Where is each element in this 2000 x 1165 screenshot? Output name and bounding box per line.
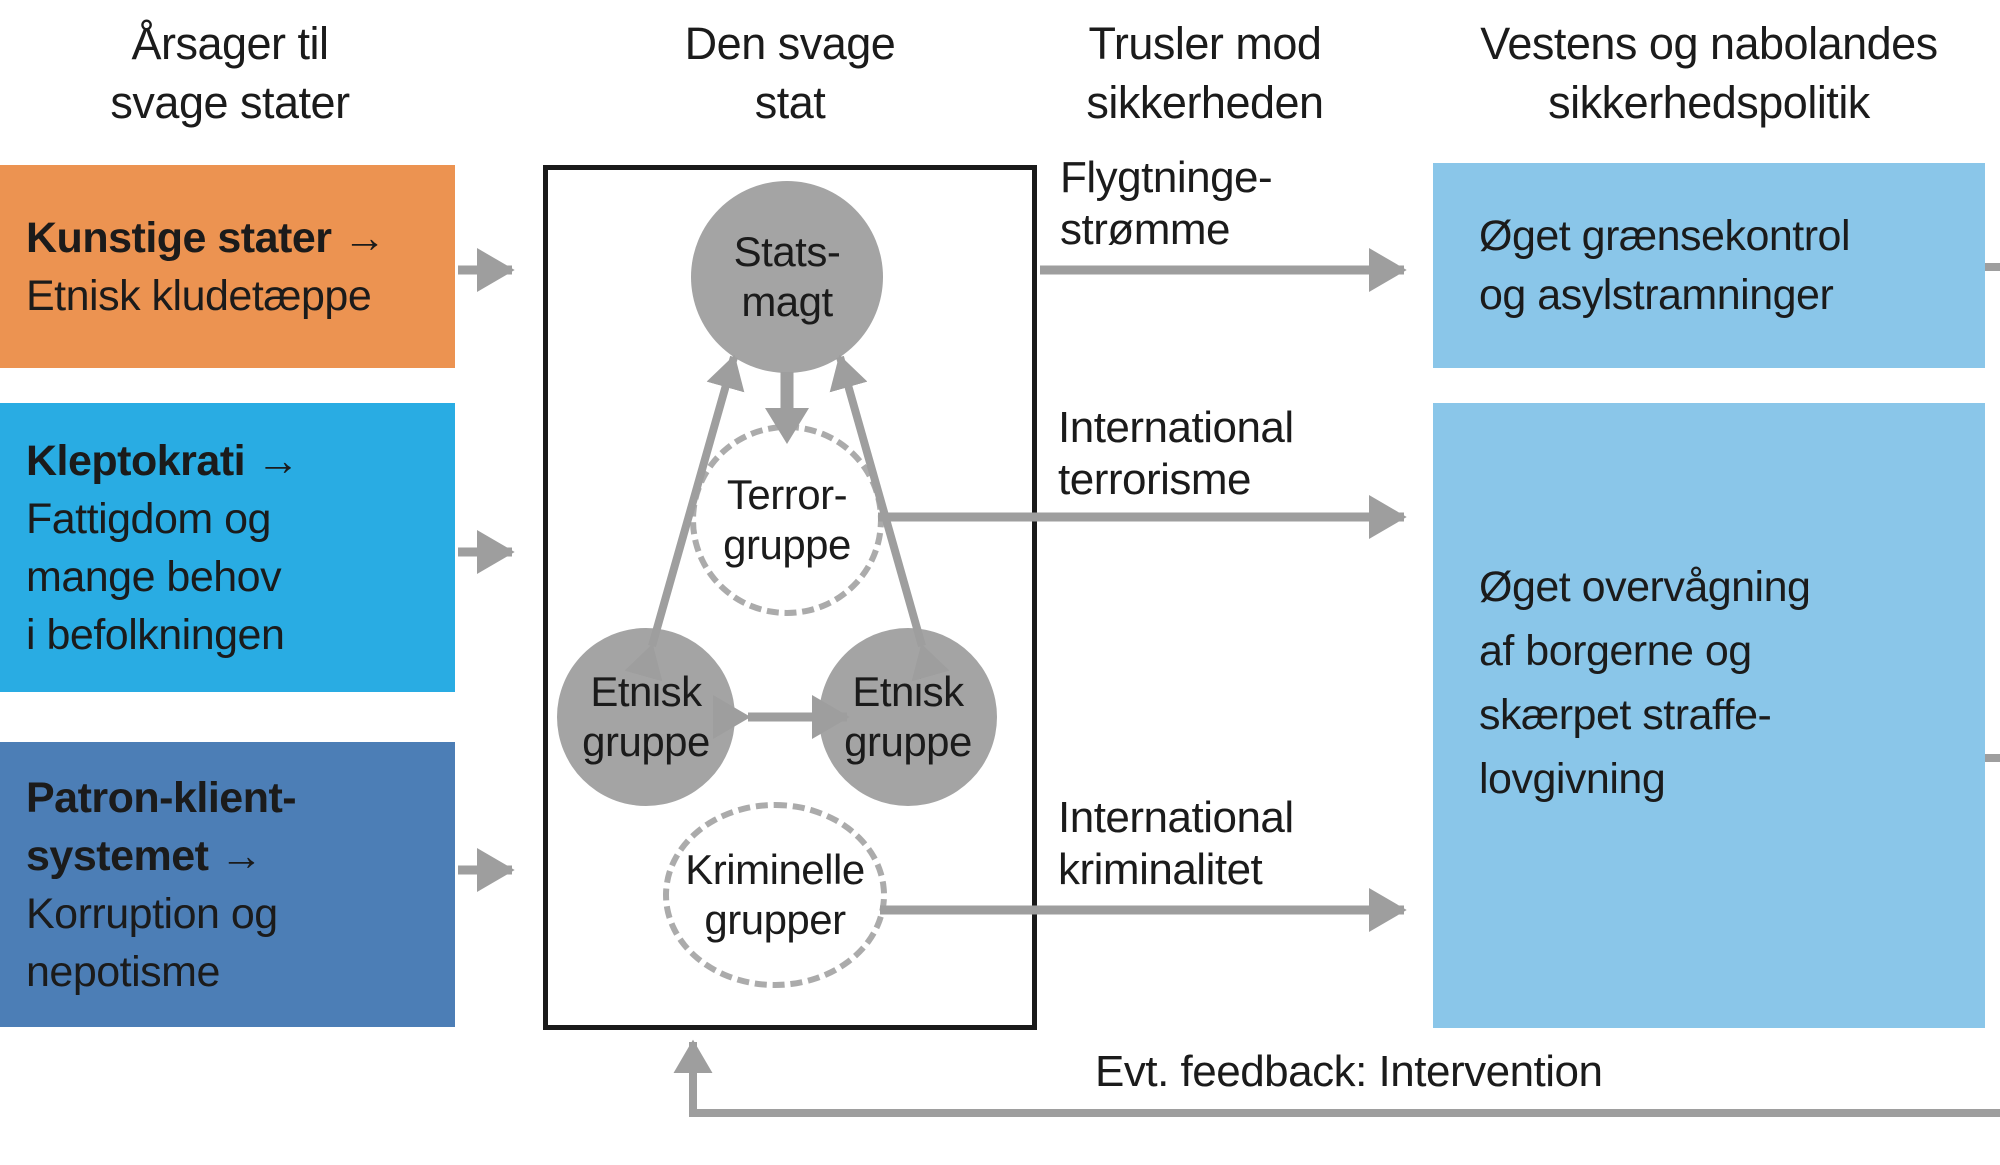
threat-label-crime: International kriminalitet	[1058, 792, 1294, 896]
header-weak-state: Den svage stat	[543, 14, 1037, 132]
node-criminal-groups: Kriminelle grupper	[663, 802, 887, 988]
policy-line: lovgivning	[1479, 755, 1666, 803]
header-causes-line1: Årsager til	[131, 18, 329, 69]
threat-label-terrorism: International terrorisme	[1058, 402, 1294, 506]
threat-line: strømme	[1060, 205, 1231, 254]
node-label-line: Etnisk	[590, 668, 702, 715]
policy-line: og asylstramninger	[1479, 270, 1834, 319]
node-label-line: gruppe	[723, 521, 851, 568]
header-policy: Vestens og nabolandes sikkerhedspolitik	[1433, 14, 1985, 132]
header-policy-line1: Vestens og nabolandes	[1480, 18, 1938, 69]
node-label-line: grupper	[704, 896, 846, 943]
node-label-line: Kriminelle	[685, 846, 865, 893]
header-policy-line2: sikkerhedspolitik	[1548, 77, 1870, 128]
policy-line: skærpet straffe-	[1479, 691, 1772, 739]
cause-body-line: Etnisk kludetæppe	[26, 271, 372, 320]
node-terror-group: Terror- gruppe	[690, 424, 884, 616]
header-causes-line2: svage stater	[110, 77, 350, 128]
policy-line: af borgerne og	[1479, 627, 1752, 675]
cause-body-line: Fattigdom og	[26, 494, 271, 543]
threat-line: kriminalitet	[1058, 845, 1263, 894]
node-label-line: gruppe	[844, 718, 972, 765]
cause-title: Kunstige stater →	[26, 213, 386, 262]
threat-line: International	[1058, 793, 1294, 842]
node-label-line: magt	[741, 278, 833, 325]
threat-line: International	[1058, 403, 1294, 452]
policy-box-surveillance: Øget overvågning af borgerne og skærpet …	[1433, 403, 1985, 1028]
cause-title: systemet →	[26, 831, 263, 880]
node-label-line: Etnisk	[852, 668, 964, 715]
cause-title: Kleptokrati →	[26, 436, 300, 485]
feedback-label: Evt. feedback: Intervention	[1095, 1047, 1603, 1096]
policy-line: Øget grænsekontrol	[1479, 211, 1851, 260]
cause-box-kleptocracy: Kleptokrati → Fattigdom og mange behov i…	[0, 403, 455, 692]
node-label-line: gruppe	[582, 718, 710, 765]
threat-line: terrorisme	[1058, 455, 1252, 504]
header-weak-state-line1: Den svage	[684, 18, 896, 69]
cause-body-line: Korruption og	[26, 889, 278, 938]
cause-body-line: nepotisme	[26, 947, 220, 996]
threat-line: Flygtninge-	[1060, 153, 1273, 202]
cause-body-line: i befolkningen	[26, 610, 285, 659]
header-threats: Trusler mod sikkerheden	[1040, 14, 1370, 132]
node-state-power: Stats- magt	[691, 181, 883, 373]
cause-box-artificial-states: Kunstige stater → Etnisk kludetæppe	[0, 165, 455, 368]
policy-box-border-control: Øget grænsekontrol og asylstramninger	[1433, 163, 1985, 368]
cause-title: Patron-klient-	[26, 773, 297, 822]
policy-line: Øget overvågning	[1479, 563, 1811, 611]
header-threats-line2: sikkerheden	[1086, 77, 1324, 128]
header-threats-line1: Trusler mod	[1088, 18, 1322, 69]
node-label-line: Stats-	[733, 228, 841, 275]
header-weak-state-line2: stat	[754, 77, 826, 128]
node-ethnic-group-left: Etnisk gruppe	[557, 628, 735, 806]
threat-label-refugees: Flygtninge- strømme	[1060, 152, 1273, 256]
cause-box-patron-client: Patron-klient- systemet → Korruption og …	[0, 742, 455, 1027]
node-ethnic-group-right: Etnisk gruppe	[819, 628, 997, 806]
node-label-line: Terror-	[726, 471, 848, 518]
header-causes: Årsager til svage stater	[0, 14, 460, 132]
cause-body-line: mange behov	[26, 552, 282, 601]
